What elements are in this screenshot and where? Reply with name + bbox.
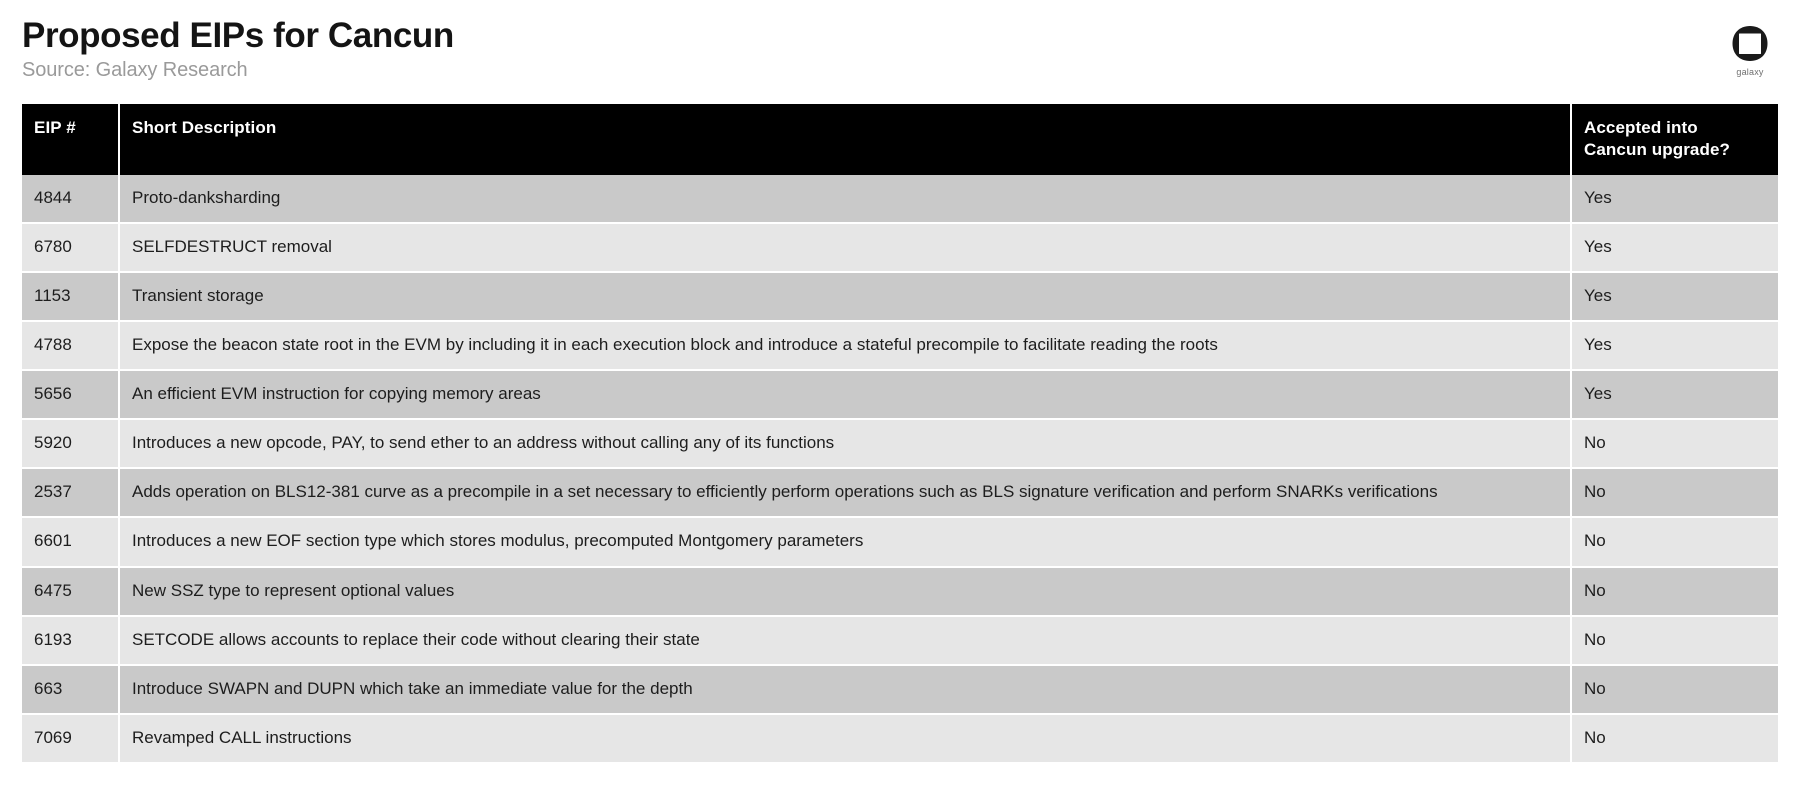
cell-eip-number: 2537 xyxy=(22,469,120,519)
cell-description: Proto-danksharding xyxy=(120,174,1572,224)
cell-eip-number: 5656 xyxy=(22,371,120,421)
page-header: Proposed EIPs for Cancun Source: Galaxy … xyxy=(22,16,1422,82)
cell-accepted-status: No xyxy=(1572,420,1778,470)
cell-description: Revamped CALL instructions xyxy=(120,714,1572,764)
cell-accepted-status: No xyxy=(1572,567,1778,617)
cell-description: Expose the beacon state root in the EVM … xyxy=(120,321,1572,371)
cell-description: SETCODE allows accounts to replace their… xyxy=(120,616,1572,666)
cell-description: New SSZ type to represent optional value… xyxy=(120,567,1572,617)
cell-description: Introduce SWAPN and DUPN which take an i… xyxy=(120,665,1572,715)
cell-eip-number: 663 xyxy=(22,665,120,715)
cell-accepted-status: No xyxy=(1572,469,1778,519)
cell-accepted-status: Yes xyxy=(1572,174,1778,224)
cell-description: Adds operation on BLS12-381 curve as a p… xyxy=(120,469,1572,519)
cell-description: SELFDESTRUCT removal xyxy=(120,223,1572,273)
cell-accepted-status: No xyxy=(1572,714,1778,764)
cell-description: Introduces a new EOF section type which … xyxy=(120,518,1572,568)
cell-accepted-status: No xyxy=(1572,518,1778,568)
cell-eip-number: 4844 xyxy=(22,174,120,224)
table-head: EIP # Short Description Accepted into Ca… xyxy=(22,104,1778,175)
cell-description: An efficient EVM instruction for copying… xyxy=(120,371,1572,421)
cell-eip-number: 1153 xyxy=(22,272,120,322)
logo-caption: galaxy xyxy=(1736,67,1764,77)
cell-description: Transient storage xyxy=(120,272,1572,322)
column-header-eip: EIP # xyxy=(22,104,120,175)
cell-eip-number: 6193 xyxy=(22,616,120,666)
column-header-accepted-line1: Accepted into xyxy=(1584,118,1698,137)
cell-accepted-status: No xyxy=(1572,665,1778,715)
eip-table: EIP # Short Description Accepted into Ca… xyxy=(22,104,1778,764)
cell-accepted-status: Yes xyxy=(1572,223,1778,273)
table-header-row: EIP # Short Description Accepted into Ca… xyxy=(22,104,1778,175)
cell-eip-number: 6475 xyxy=(22,567,120,617)
cell-eip-number: 6780 xyxy=(22,223,120,273)
page-title: Proposed EIPs for Cancun xyxy=(22,16,454,55)
cell-accepted-status: Yes xyxy=(1572,321,1778,371)
page-source: Source: Galaxy Research xyxy=(22,59,248,82)
cell-eip-number: 6601 xyxy=(22,518,120,568)
cell-eip-number: 5920 xyxy=(22,420,120,470)
brand-logo: galaxy xyxy=(1718,24,1782,77)
cell-description: Introduces a new opcode, PAY, to send et… xyxy=(120,420,1572,470)
cell-eip-number: 7069 xyxy=(22,714,120,764)
cell-eip-number: 4788 xyxy=(22,321,120,371)
cell-accepted-status: Yes xyxy=(1572,371,1778,421)
column-header-accepted: Accepted into Cancun upgrade? xyxy=(1572,104,1778,175)
cell-accepted-status: Yes xyxy=(1572,272,1778,322)
column-header-description: Short Description xyxy=(120,104,1572,175)
cell-accepted-status: No xyxy=(1572,616,1778,666)
galaxy-logo-icon xyxy=(1732,26,1768,61)
column-header-accepted-line2: Cancun upgrade? xyxy=(1584,139,1731,159)
